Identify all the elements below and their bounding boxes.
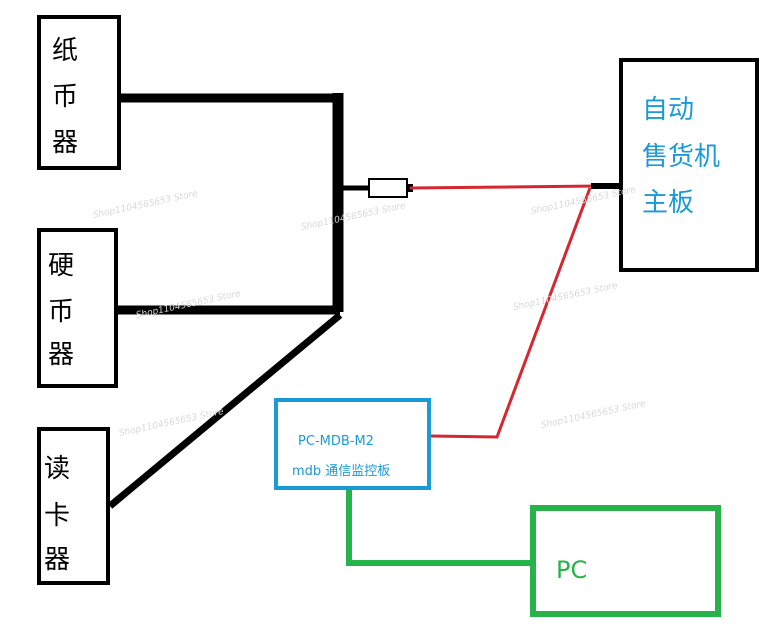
mdb-monitor-board-box — [274, 398, 431, 490]
coin-acceptor-label-3: 器 — [48, 340, 75, 370]
mdb-to-pc-line — [346, 490, 530, 566]
coin-acceptor-label-1: 硬 — [48, 251, 75, 281]
mainboard-connector-stub — [591, 183, 619, 189]
bill-acceptor-box — [37, 15, 121, 170]
bill-acceptor-label-1: 纸 — [52, 36, 79, 66]
signal-lines — [409, 184, 599, 439]
mdb-board-model-label: PC-MDB-M2 — [298, 434, 374, 449]
vending-mainboard-box — [619, 58, 759, 272]
bill-acceptor-label-3: 器 — [52, 128, 79, 158]
pc-label: PC — [556, 556, 588, 584]
reader-to-bus-line — [107, 312, 343, 509]
mdb-board-desc-label: mdb 通信监控板 — [292, 464, 391, 479]
card-reader-box — [37, 427, 110, 585]
pc-box — [530, 505, 721, 617]
mainboard-label-2: 售货机 — [642, 142, 721, 172]
mdb-to-mainboard-line — [430, 187, 592, 439]
mainboard-label-1: 自动 — [642, 95, 695, 125]
coin-acceptor-box — [37, 228, 118, 388]
card-reader-label-1: 读 — [44, 454, 71, 484]
mainboard-label-3: 主板 — [642, 188, 695, 218]
card-reader-label-3: 器 — [44, 545, 71, 575]
bus-lines — [107, 93, 370, 509]
card-reader-label-2: 卡 — [44, 501, 71, 531]
coin-acceptor-label-2: 币 — [48, 297, 75, 327]
bill-acceptor-label-2: 币 — [52, 82, 79, 112]
connector-plug — [368, 178, 408, 198]
connector-to-mainboard-line — [409, 184, 599, 190]
